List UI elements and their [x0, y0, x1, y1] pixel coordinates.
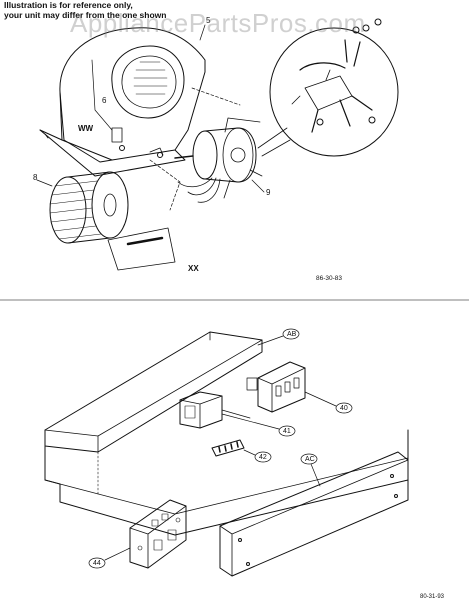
motor-detail-inset: [257, 18, 399, 157]
transformer: [179, 391, 251, 429]
relay: [246, 361, 306, 413]
motor-label-9: 9: [266, 188, 271, 197]
control-board: [129, 499, 187, 569]
reference-notice-line2: your unit may differ from the one shown: [4, 10, 167, 20]
housing-mark-ww: WW: [78, 124, 94, 133]
callout-44: 44: [93, 560, 101, 567]
control-box-cover: [44, 331, 409, 536]
housing-label-5: 5: [206, 16, 211, 25]
callout-ac: AC: [305, 456, 315, 463]
drawing-number-bottom: 80-31-93: [420, 594, 445, 600]
terminal-block: [211, 439, 245, 457]
wheel-label-8: 8: [33, 173, 38, 182]
housing-label-6: 6: [102, 96, 107, 105]
watermark: AppliancePartsPros.com: [70, 8, 366, 38]
mark-xx: XX: [188, 264, 199, 273]
reference-notice-line1: Illustration is for reference only,: [4, 0, 133, 10]
blower-housing: [39, 27, 241, 211]
blower-wheel: [49, 171, 176, 271]
drawing-number-top: 86-30-83: [316, 275, 342, 282]
callout-41: 41: [283, 428, 291, 435]
access-panel: [219, 451, 409, 577]
callout-40: 40: [340, 405, 348, 412]
blower-motor: [174, 117, 263, 203]
callout-ab: AB: [287, 331, 297, 338]
callout-42: 42: [259, 454, 267, 461]
